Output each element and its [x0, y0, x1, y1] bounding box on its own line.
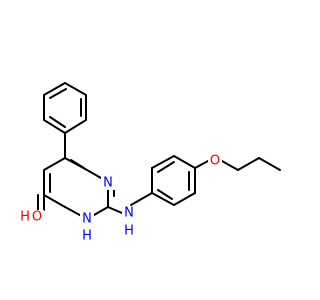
bond [49, 116, 66, 128]
bond [130, 192, 153, 206]
anilino-ring [130, 155, 196, 206]
atom-o-keto-text: O [32, 210, 42, 225]
atom-n2-text: N [82, 212, 92, 227]
atom-n1-text: N [103, 176, 113, 191]
bond [157, 189, 173, 200]
phenyl-ring [43, 82, 87, 134]
bond [258, 157, 281, 171]
bond [70, 159, 85, 169]
bond [194, 160, 209, 169]
bond [43, 82, 66, 96]
atom-label-n1: N [101, 176, 115, 191]
atom-h-amine-text: H [124, 224, 134, 239]
bond [64, 119, 87, 134]
atom-n-amine-text: N [124, 206, 134, 221]
pyrimidinone-ring [43, 157, 115, 220]
atom-o-ether-text: O [210, 154, 220, 169]
atom-label-n-amine: N H [122, 206, 136, 239]
atom-h-keto-text: H [20, 210, 30, 225]
bond [64, 82, 87, 96]
bond [43, 194, 66, 208]
bond [173, 155, 196, 169]
bond [221, 160, 239, 171]
bond [107, 206, 123, 214]
bond [49, 88, 67, 99]
molecule-structure: N N H O H N H O [20, 82, 281, 244]
atom-label-n2: N H [80, 212, 94, 244]
bond [151, 192, 175, 206]
atom-label-o-ether: O [208, 154, 222, 169]
bond [157, 161, 175, 173]
atom-label-o-keto: O H [20, 210, 44, 225]
molecule-canvas: N N H O H N H O [20, 82, 281, 244]
bond [43, 157, 66, 171]
bond [43, 119, 66, 134]
bond [151, 155, 175, 169]
atom-h2-text: H [82, 229, 92, 244]
bond [237, 157, 260, 171]
bond [173, 192, 196, 206]
